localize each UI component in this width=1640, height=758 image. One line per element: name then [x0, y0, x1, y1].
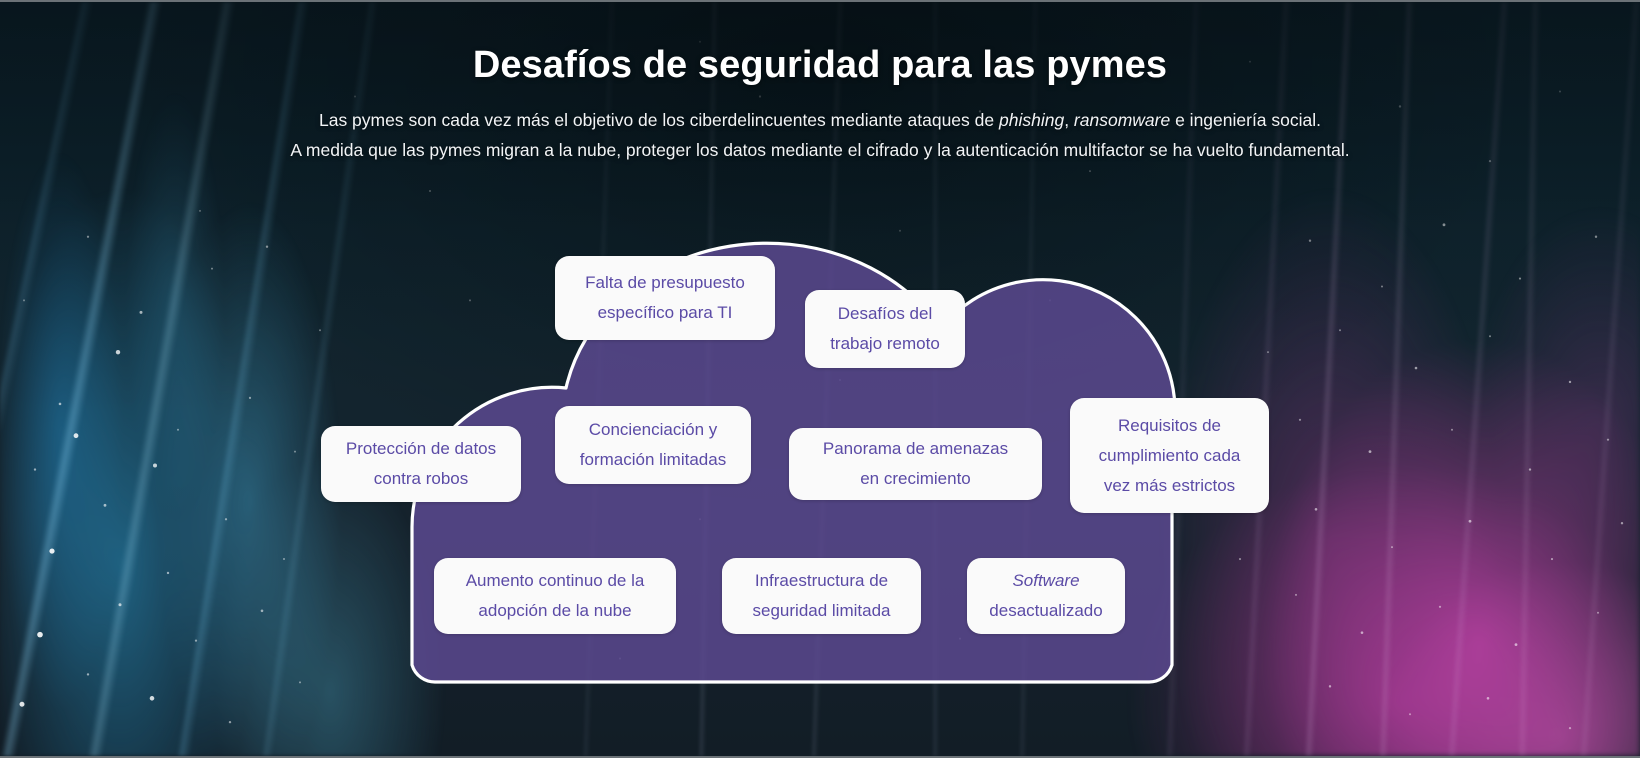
subtitle: Las pymes son cada vez más el objetivo d… — [0, 105, 1640, 165]
card-training-text: Concienciación y formación limitadas — [580, 415, 726, 475]
subtitle-em-phishing: phishing — [998, 110, 1065, 130]
card-data-line1: Protección de datos — [345, 439, 497, 458]
card-threat-line1: Panorama de amenazas — [822, 439, 1009, 458]
header: Desafíos de seguridad para las pymes Las… — [0, 2, 1640, 165]
card-infra-text: Infraestructura de seguridad limitada — [753, 566, 891, 626]
page-title: Desafíos de seguridad para las pymes — [472, 44, 1168, 86]
subtitle-text-a: Las pymes son cada vez más el objetivo d… — [318, 110, 999, 130]
card-adoption-line1: Aumento continuo de la — [465, 571, 645, 590]
card-adoption-text: Aumento continuo de la adopción de la nu… — [466, 566, 645, 626]
subtitle-line-2: A medida que las pymes migran a la nube,… — [290, 140, 1350, 160]
card-infraestructura-seguridad[interactable]: Infraestructura de seguridad limitada — [722, 558, 921, 634]
card-adoption-line2: adopción de la nube — [478, 601, 632, 620]
card-desafios-trabajo-remoto[interactable]: Desafíos del trabajo remoto — [805, 290, 965, 368]
card-data-text: Protección de datos contra robos — [346, 434, 496, 494]
card-compliance-line2: cumplimiento cada — [1098, 445, 1241, 465]
card-remote-line2: trabajo remoto — [830, 334, 940, 353]
subtitle-text-c: e ingeniería social. — [1170, 110, 1322, 130]
card-software-text: Software desactualizado — [989, 566, 1102, 626]
card-compliance-line3: vez más estrictos — [1103, 475, 1236, 495]
card-remote-line1: Desafíos del — [837, 304, 933, 323]
card-budget-line2: específico para TI — [597, 303, 733, 322]
card-software-line1: Software — [1012, 571, 1080, 590]
card-threat-line2: en crecimiento — [860, 469, 971, 488]
card-compliance-text: Requisitos de cumplimiento cada vez más … — [1099, 411, 1241, 501]
card-proteccion-datos[interactable]: Protección de datos contra robos — [321, 426, 521, 502]
card-training-line2: formación limitadas — [579, 450, 727, 469]
card-infra-line1: Infraestructura de — [754, 571, 889, 590]
card-remote-text: Desafíos del trabajo remoto — [830, 299, 940, 359]
subtitle-line-1: Las pymes son cada vez más el objetivo d… — [0, 105, 1640, 135]
card-data-line2: contra robos — [373, 469, 469, 488]
card-software-line2: desactualizado — [989, 601, 1103, 620]
card-concienciacion-formacion[interactable]: Concienciación y formación limitadas — [555, 406, 751, 484]
card-training-line1: Concienciación y — [588, 420, 718, 439]
subtitle-em-ransomware: ransomware — [1073, 110, 1171, 130]
card-falta-presupuesto[interactable]: Falta de presupuesto específico para TI — [555, 256, 775, 340]
card-software-desactualizado[interactable]: Software desactualizado — [967, 558, 1125, 634]
card-adopcion-nube[interactable]: Aumento continuo de la adopción de la nu… — [434, 558, 676, 634]
card-compliance-line1: Requisitos de — [1117, 415, 1221, 435]
card-threat-text: Panorama de amenazas en crecimiento — [823, 434, 1008, 494]
card-requisitos-cumplimiento[interactable]: Requisitos de cumplimiento cada vez más … — [1070, 398, 1269, 513]
card-budget-line1: Falta de presupuesto — [585, 273, 745, 292]
subtitle-text-b: , — [1064, 110, 1074, 130]
card-panorama-amenazas[interactable]: Panorama de amenazas en crecimiento — [789, 428, 1042, 500]
card-budget-text: Falta de presupuesto específico para TI — [585, 268, 745, 328]
card-infra-line2: seguridad limitada — [752, 601, 891, 620]
